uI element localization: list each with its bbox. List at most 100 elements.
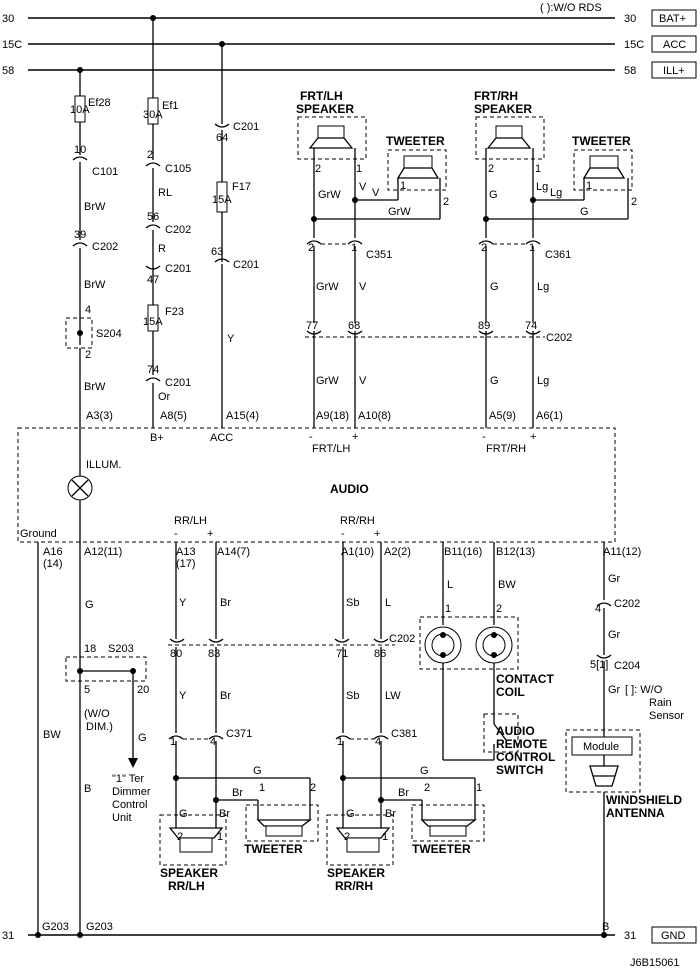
coil-pin1: 1 bbox=[445, 603, 451, 615]
c202a-name: C202 bbox=[92, 241, 118, 253]
c202c-name: C202 bbox=[546, 332, 572, 344]
bus-bat-label: BAT+ bbox=[659, 13, 686, 25]
rr-rh-title-1: SPEAKER bbox=[327, 866, 385, 880]
c361-pin-r: 1 bbox=[529, 242, 535, 254]
wire-rr-rh-sb-2: Sb bbox=[346, 690, 359, 702]
connector-c202-39 bbox=[72, 242, 88, 247]
c201b-name: C201 bbox=[165, 377, 191, 389]
frt-rh-tweeter-label: TWEETER bbox=[572, 134, 631, 148]
rr-rh-plus: + bbox=[374, 528, 380, 540]
pin-a8: A8(5) bbox=[160, 410, 187, 422]
frt-lh-minus: - bbox=[309, 431, 313, 443]
c202c-p4: 74 bbox=[525, 320, 537, 332]
rr-lh-pin2: 2 bbox=[177, 831, 183, 843]
rr-lh-tweeter-label: TWEETER bbox=[244, 842, 303, 856]
c201a-name: C201 bbox=[165, 263, 191, 275]
frt-rh-tweeter-box bbox=[573, 149, 633, 191]
pin-a13b: (17) bbox=[176, 558, 196, 570]
c351-name: C351 bbox=[366, 249, 392, 261]
wire-frt-lh-tw-v: V bbox=[372, 187, 380, 199]
pin-a16b: (14) bbox=[43, 558, 63, 570]
s203-p5: 5 bbox=[84, 684, 90, 696]
bus-gnd-label: GND bbox=[661, 930, 686, 942]
c201d-pin: 63 bbox=[211, 246, 223, 258]
wire-frt-lh-v-3: V bbox=[359, 375, 367, 387]
frt-rh-title-1: FRT/RH bbox=[474, 89, 518, 103]
frt-lh-tw-pin2: 2 bbox=[443, 196, 449, 208]
antenna-module bbox=[571, 736, 633, 756]
ground-a16: BW G203 bbox=[35, 542, 69, 938]
wire-frt-lh-grw: GrW bbox=[318, 189, 341, 201]
c381-name: C381 bbox=[391, 728, 417, 740]
c202a-pin: 39 bbox=[74, 229, 86, 241]
c105-pin: 2 bbox=[147, 149, 153, 161]
wire-frt-rh-g-3: G bbox=[490, 375, 499, 387]
rr-rh-tw-pin1: 1 bbox=[476, 782, 482, 794]
acc-circuit: 64 C201 F17 15A 63 C201 Y bbox=[211, 41, 259, 428]
c202b-pin: 56 bbox=[147, 211, 159, 223]
wire-gr-2: Gr bbox=[608, 629, 621, 641]
c202c-p1: 77 bbox=[306, 320, 318, 332]
wire-frt-rh-g-2: G bbox=[490, 281, 499, 293]
wire-r: R bbox=[158, 243, 166, 255]
fuse-ef28-name: Ef28 bbox=[88, 97, 111, 109]
s204-pin-top: 4 bbox=[85, 304, 91, 316]
antenna-label-2: ANTENNA bbox=[606, 806, 665, 820]
frt-lh-tweeter-label: TWEETER bbox=[386, 134, 445, 148]
c361-name: C361 bbox=[545, 249, 571, 261]
frt-rh-plus: + bbox=[530, 431, 536, 443]
bus-ill: 58 58 ILL+ bbox=[2, 61, 697, 79]
rr-rh-pin1: 1 bbox=[382, 831, 388, 843]
bus-acc-num-right: 15C bbox=[624, 39, 644, 51]
wire-rr-rh-l: L bbox=[385, 597, 391, 609]
bus-gnd-num-right: 31 bbox=[624, 930, 636, 942]
wire-y: Y bbox=[227, 333, 235, 345]
wire-brw-3: BrW bbox=[84, 381, 106, 393]
c202d-p4: 86 bbox=[374, 648, 386, 660]
c202d-p2: 83 bbox=[208, 648, 220, 660]
wire-frt-lh-grw-3: GrW bbox=[316, 375, 339, 387]
wire-frt-lh-tw-grw: GrW bbox=[388, 206, 411, 218]
wire-b-gnd: B bbox=[602, 921, 609, 933]
wire-b: B bbox=[84, 783, 91, 795]
rr-lh-plus: + bbox=[207, 528, 213, 540]
rain-note-2: Rain bbox=[649, 697, 672, 709]
wire-rl: RL bbox=[158, 187, 172, 199]
c105-name: C105 bbox=[165, 163, 191, 175]
rr-rh-title-2: RR/RH bbox=[335, 879, 373, 893]
c202d-name: C202 bbox=[389, 633, 415, 645]
frt-lh-plus: + bbox=[352, 431, 358, 443]
bplus-circuit: Ef1 30A 2 C105 RL 56 C202 R 47 C201 F23 … bbox=[143, 15, 191, 428]
wire-rr-rh-br-3: Br bbox=[385, 808, 396, 820]
antenna-module-label: Module bbox=[583, 741, 619, 753]
bus-acc-num: 15C bbox=[2, 39, 22, 51]
wire-g-s203: G bbox=[138, 732, 147, 744]
pin-a15: A15(4) bbox=[226, 410, 259, 422]
antenna-icon bbox=[589, 755, 619, 787]
switch-label-1: AUDIO bbox=[496, 724, 535, 738]
arrow-icon bbox=[128, 758, 138, 768]
bus-bat: 30 30 BAT+ bbox=[2, 9, 697, 27]
pin-a3: A3(3) bbox=[86, 410, 113, 422]
wire-or: Or bbox=[158, 391, 171, 403]
fuse-ef28-rating: 10A bbox=[70, 104, 90, 116]
switch-label-4: SWITCH bbox=[496, 763, 543, 777]
wire-brw-2: BrW bbox=[84, 279, 106, 291]
frt-rh-pin2: 2 bbox=[488, 163, 494, 175]
frt-lh-title-1: FRT/LH bbox=[300, 89, 343, 103]
rr-lh-tweeter-box bbox=[245, 804, 319, 842]
g203-a: G203 bbox=[42, 921, 69, 933]
dimmer-circuit: G 18 S203 5 20 (W/O DIM.) G B "1" Ter Di… bbox=[65, 542, 151, 938]
pin-b12: B12(13) bbox=[496, 546, 535, 558]
frt-lh-speaker-box bbox=[297, 116, 367, 160]
frt-rh-tw-pin2: 2 bbox=[631, 196, 637, 208]
wo-dim-1: (W/O bbox=[84, 708, 110, 720]
wire-rr-lh-tw-br: Br bbox=[232, 787, 243, 799]
contact-coil-group: L BW 1 2 CONTACT COIL AUDIO REMOTE C bbox=[419, 542, 555, 777]
s203-p18: 18 bbox=[84, 643, 96, 655]
wire-rr-lh-tw-g: G bbox=[253, 765, 262, 777]
remote-switch-box bbox=[483, 713, 519, 753]
pin-a1: A1(10) bbox=[341, 546, 374, 558]
fuse-f17-name: F17 bbox=[232, 181, 251, 193]
audio-title: AUDIO bbox=[330, 482, 369, 496]
